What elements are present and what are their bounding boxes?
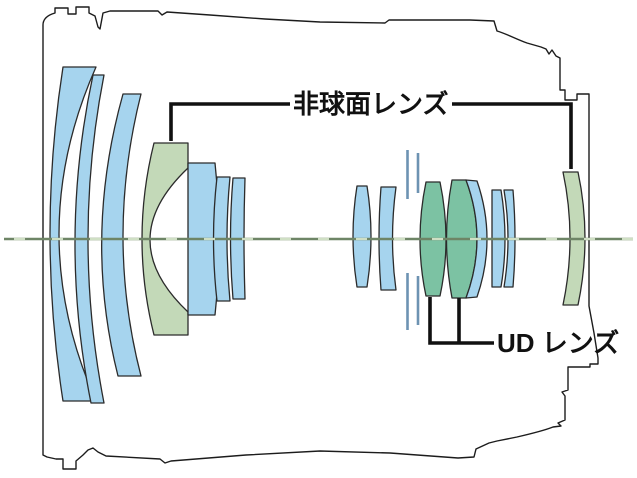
aspherical-label: 非球面レンズ <box>293 89 448 119</box>
front-element-2 <box>74 74 105 404</box>
aspherical-callout-line-left <box>169 102 290 141</box>
ud-callout-line <box>428 297 494 345</box>
aperture-stop <box>406 150 420 330</box>
front-element-3 <box>101 93 142 377</box>
middle-element-5 <box>465 179 488 299</box>
middle-lens-group <box>352 179 516 299</box>
aspherical-callout-line-right <box>452 102 573 169</box>
middle-element-1 <box>352 185 372 288</box>
lens-barrel-outline <box>42 6 599 470</box>
ud-label: UD レンズ <box>497 328 619 358</box>
front-lens-group <box>49 66 246 404</box>
